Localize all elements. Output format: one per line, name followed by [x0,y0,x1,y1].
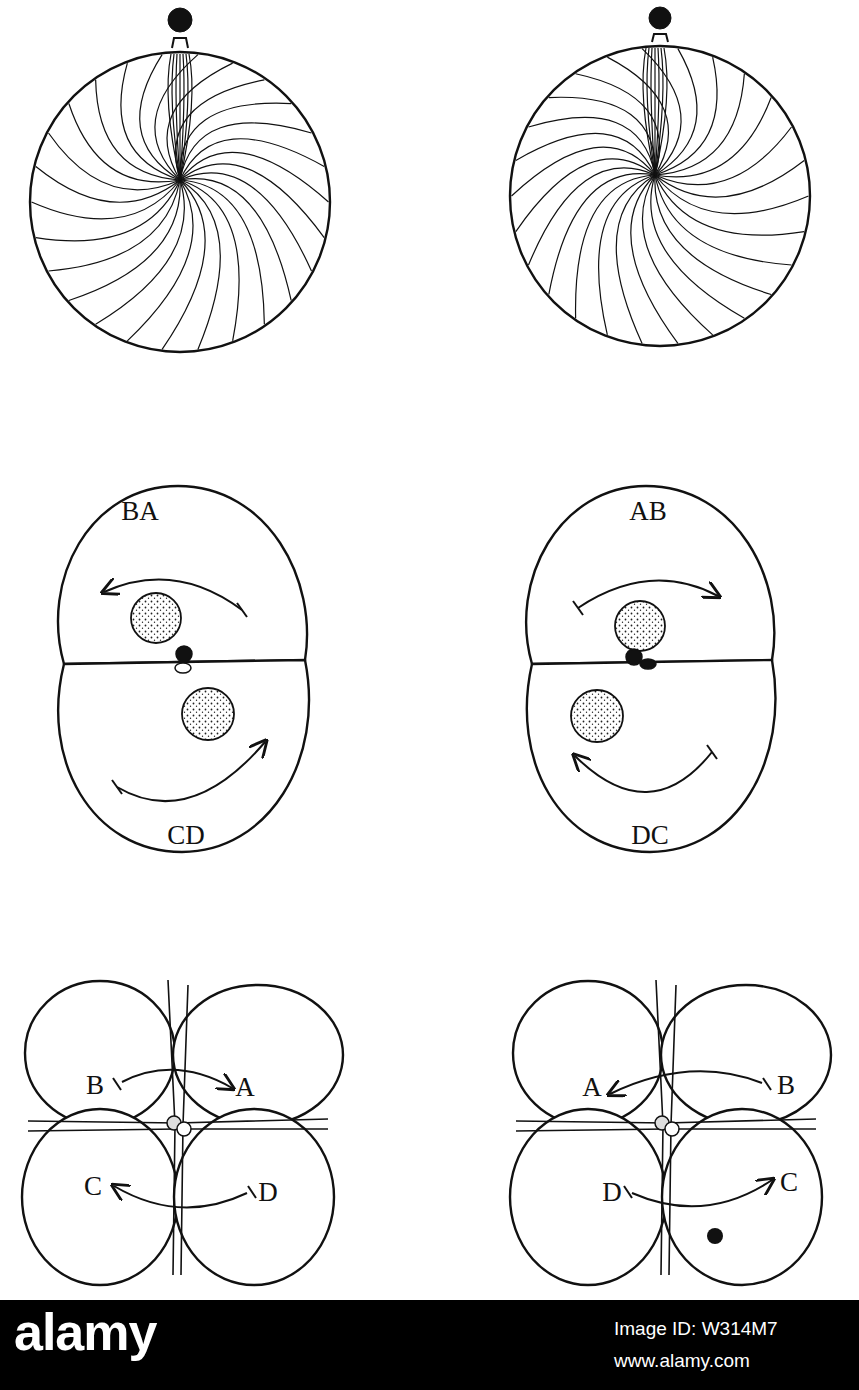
spiral-line [529,168,655,265]
spiral-line [549,174,655,295]
spiral-line [642,175,712,335]
spiral-line [180,180,264,324]
spindle-line [168,54,180,180]
spiral-line [180,173,311,271]
spiral-line [512,147,656,196]
spiral-line [140,55,180,180]
blastomere [25,981,175,1125]
spindle-line [643,48,655,175]
watermark-bar [0,1300,859,1390]
cell-label: A [580,1073,604,1102]
cell-label: AB [627,497,669,526]
spiral-line [162,180,205,349]
spiral-line [180,139,324,180]
blastomere [173,985,343,1125]
spindle-line [647,48,655,175]
spiral-line [655,175,791,265]
cell-label: C [778,1168,800,1197]
cell-label: D [256,1178,280,1207]
spiral-line [655,127,791,185]
spiral-line [631,175,678,343]
cell-label: BA [119,497,161,526]
spiral-line [180,103,291,180]
spiral-line [655,175,804,235]
cell-label: B [84,1071,106,1100]
cell-label: D [600,1178,624,1207]
spiral-line [49,180,180,271]
spiral-line [180,152,329,202]
spiral-line [529,117,655,175]
spiral-line [49,133,180,190]
spindle-line [172,54,180,180]
spiral-line [655,74,744,175]
cell-label: C [82,1172,104,1201]
spiral-line [180,123,311,180]
blastomere [174,1109,334,1285]
blastomere [661,985,831,1125]
blastomere [527,660,776,852]
spiral-line [180,180,220,349]
blastomere [513,981,663,1125]
spiral-line [576,175,655,318]
spiral-line [180,179,291,301]
cell-label: A [233,1073,257,1102]
watermark-text: www.alamy.com [612,1350,752,1371]
spiral-line [599,175,655,335]
cell-label: DC [629,821,671,850]
spindle-line [654,48,655,175]
spindle-line [180,54,192,180]
spiral-line [36,180,180,241]
spiral-line [516,159,655,232]
cell-label: B [775,1071,797,1100]
cell-label: CD [165,821,207,850]
spiral-line [655,160,804,197]
blastomere [22,1109,178,1285]
spiral-line [69,104,180,182]
spiral-line [549,97,655,175]
spindle-line [179,54,180,180]
watermark-logo: alamy [12,1305,158,1359]
spiral-line [180,164,324,238]
spindle-line [651,48,655,175]
spiral-line [616,175,655,343]
spiral-line [655,175,771,294]
spiral-line [642,49,681,175]
blastomere [526,486,774,664]
blastomere [58,660,309,852]
egg-outline [510,46,810,346]
spiral-line [127,180,193,341]
spindle-line [655,48,667,175]
egg-outline [30,52,330,352]
spiral-line [516,133,655,175]
spindle-line [176,54,180,180]
spiral-line [32,180,181,219]
blastomere [58,486,307,664]
watermark-text: Image ID: W314M7 [612,1318,780,1339]
